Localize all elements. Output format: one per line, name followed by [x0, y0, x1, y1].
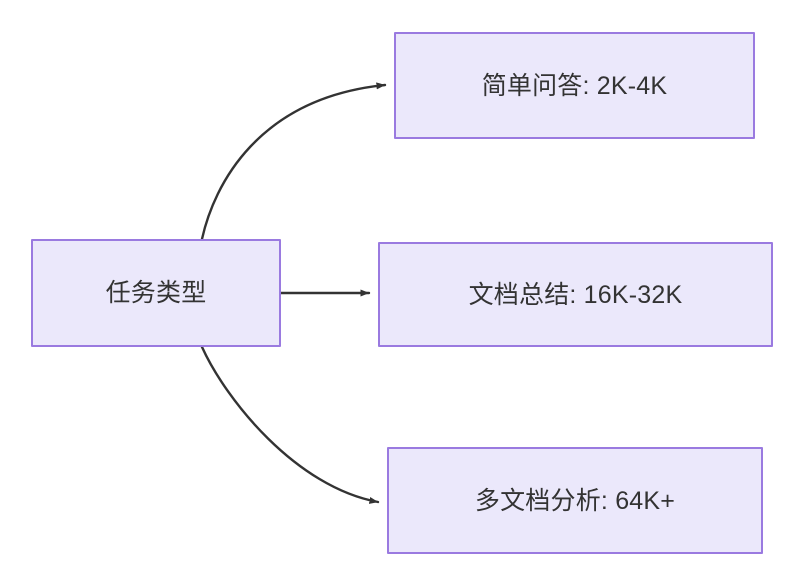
node-label: 简单问答: 2K-4K — [481, 71, 668, 100]
node-doc-summary[interactable]: 文档总结: 16K-32K — [378, 242, 773, 347]
edge-root-to-simple-qa — [200, 82, 387, 241]
edge-root-to-multi-doc — [200, 345, 380, 504]
node-label: 多文档分析: 64K+ — [474, 486, 676, 515]
node-label: 文档总结: 16K-32K — [468, 280, 683, 309]
node-multi-doc[interactable]: 多文档分析: 64K+ — [387, 447, 763, 554]
node-simple-qa[interactable]: 简单问答: 2K-4K — [394, 32, 755, 139]
node-label: 任务类型 — [105, 279, 207, 307]
node-task-type[interactable]: 任务类型 — [31, 239, 281, 347]
